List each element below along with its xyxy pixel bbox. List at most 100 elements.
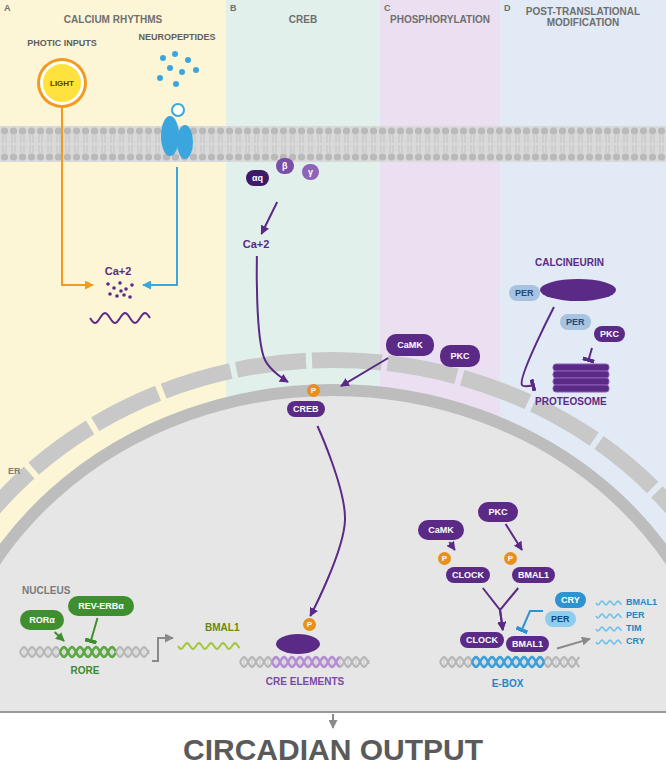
protein-shape: PKC bbox=[440, 345, 480, 367]
dna-strand bbox=[60, 647, 116, 657]
output-transcripts: BMAL1 PER TIM CRY bbox=[592, 596, 662, 660]
dna-strand bbox=[60, 647, 116, 657]
node-text: PKC bbox=[594, 326, 625, 342]
calcium-dot bbox=[124, 287, 128, 291]
wave-line bbox=[90, 313, 150, 323]
proteasome-ring bbox=[553, 364, 609, 371]
dna-rung bbox=[32, 648, 33, 656]
calcium-dot bbox=[130, 283, 134, 287]
endoplasmic-reticulum bbox=[0, 360, 666, 712]
dna-strand bbox=[440, 657, 580, 667]
dna-rung bbox=[40, 648, 41, 656]
protein-complex: P CLOCK bbox=[438, 552, 498, 586]
protein-shape: PKC bbox=[478, 502, 518, 522]
peptide-dot bbox=[179, 69, 185, 75]
nucleus-region: NUCLEUSRORαREV-ERBαROREBMAL1PCRE ELEMENT… bbox=[0, 385, 666, 712]
inhibition-line bbox=[522, 611, 543, 630]
calcium-dot bbox=[108, 292, 112, 296]
node-text: αq bbox=[246, 170, 269, 186]
calcineurin-shape bbox=[540, 279, 616, 301]
node-text: P bbox=[504, 552, 517, 565]
receptor-symbol bbox=[161, 104, 193, 159]
signal-arrow bbox=[557, 639, 590, 649]
dna-rung bbox=[268, 658, 269, 666]
dna-rung bbox=[292, 658, 293, 666]
dna-rung bbox=[88, 648, 89, 656]
node-text: BMAL1 bbox=[205, 622, 239, 633]
protein-shape: RORα bbox=[20, 610, 64, 630]
protein-complex: PERPKC bbox=[560, 312, 635, 346]
calcium-dot bbox=[112, 286, 116, 290]
node-text: CRY bbox=[555, 592, 586, 608]
dna-rung bbox=[284, 658, 285, 666]
dna-rung bbox=[516, 658, 517, 666]
signal-arrow bbox=[62, 107, 93, 285]
node-text: γ bbox=[302, 164, 319, 180]
node-text: PROTEOSOME bbox=[535, 396, 627, 407]
nucleus-shape bbox=[0, 390, 666, 712]
node-text: CALCINEURIN bbox=[535, 257, 604, 268]
node-text: POST-TRANSLATIONAL MODIFICATION bbox=[508, 6, 658, 28]
peptide-dot bbox=[157, 75, 163, 81]
node-text: PKC bbox=[450, 351, 469, 361]
dna-rung bbox=[260, 658, 261, 666]
wave-line bbox=[178, 643, 240, 649]
node-text: P bbox=[438, 552, 451, 565]
node-text: LIGHT bbox=[50, 79, 74, 88]
node-text: CaMK bbox=[428, 525, 454, 535]
dna-rung bbox=[476, 658, 477, 666]
wave-line bbox=[596, 601, 622, 605]
inhibition-line bbox=[522, 307, 554, 386]
dna-rung bbox=[356, 658, 357, 666]
receptor-part bbox=[172, 104, 184, 116]
signal-arrow bbox=[55, 632, 64, 641]
calcium-dot bbox=[122, 293, 126, 297]
neuropeptide-input: NEUROPEPTIDES bbox=[129, 30, 225, 165]
node-text: P bbox=[303, 618, 316, 631]
dna-and-transcripts bbox=[20, 313, 622, 667]
node-text: CLOCK bbox=[460, 632, 504, 648]
calcium-dot bbox=[118, 281, 122, 285]
panel-band: BCREBαqβγCa+2PCREB bbox=[226, 0, 380, 712]
neuropeptide-dots bbox=[157, 51, 199, 87]
dna-strand bbox=[272, 657, 340, 667]
dna-rung bbox=[104, 648, 105, 656]
dna-rung bbox=[324, 658, 325, 666]
calcium-dot bbox=[119, 289, 123, 293]
dna-rung bbox=[524, 658, 525, 666]
dna-rung bbox=[548, 658, 549, 666]
dna-rung bbox=[348, 658, 349, 666]
dna-rung bbox=[444, 658, 445, 666]
dna-rung bbox=[56, 648, 57, 656]
output-bar bbox=[0, 711, 666, 713]
dna-rung bbox=[484, 658, 485, 666]
node-text: A bbox=[4, 3, 11, 13]
dna-rung bbox=[300, 658, 301, 666]
dna-rung bbox=[532, 658, 533, 666]
dna-strand bbox=[240, 657, 369, 667]
node-text: E-BOX bbox=[460, 678, 555, 689]
calcium-dot bbox=[106, 282, 110, 286]
dna-strand bbox=[20, 647, 149, 657]
protein-shape: CaMK bbox=[386, 334, 434, 356]
wave-line bbox=[596, 640, 622, 644]
node-text: CLOCK bbox=[446, 567, 490, 583]
dna-rung bbox=[244, 658, 245, 666]
node-text: BMAL1 bbox=[512, 567, 555, 583]
node-text: D bbox=[504, 3, 511, 13]
annotation-label: PHOTIC INPUTS bbox=[12, 38, 112, 48]
receptor-part bbox=[177, 125, 193, 159]
dna-rung bbox=[564, 658, 565, 666]
dna-rung bbox=[468, 658, 469, 666]
peptide-dot bbox=[185, 57, 191, 63]
dna-strand bbox=[472, 657, 544, 667]
dna-rung bbox=[136, 648, 137, 656]
dna-strand bbox=[240, 657, 369, 667]
dna-rung bbox=[460, 658, 461, 666]
node-text: PER bbox=[545, 611, 576, 627]
peptide-dot bbox=[173, 81, 179, 87]
dna-rung bbox=[492, 658, 493, 666]
